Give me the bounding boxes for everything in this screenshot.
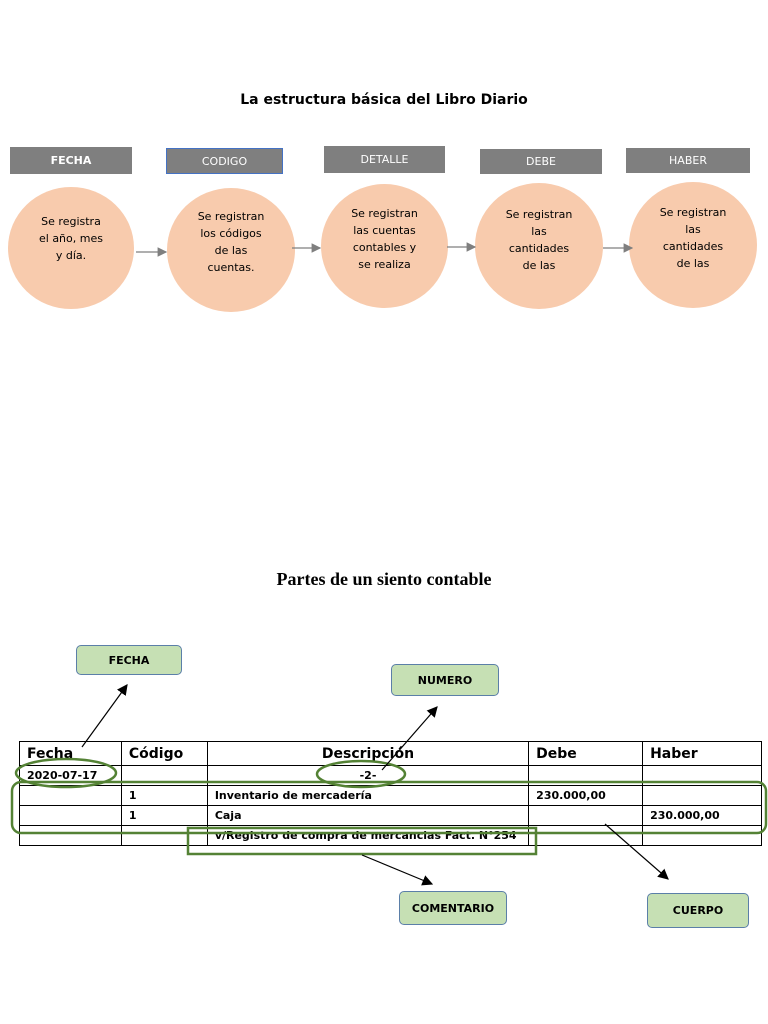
annotation-arrows bbox=[81, 684, 669, 886]
table-row: 1 Inventario de mercadería 230.000,00 bbox=[19, 785, 762, 806]
highlight-comentario-rect bbox=[186, 826, 538, 856]
step-text-codigo: Se registran los códigos de las cuentas. bbox=[197, 210, 265, 274]
step-text-detalle: Se registran las cuentas contables y se … bbox=[351, 207, 418, 271]
highlight-numero-ellipse bbox=[315, 759, 407, 789]
label-comentario: COMENTARIO bbox=[399, 891, 507, 925]
arrow-to-cuerpo bbox=[604, 823, 669, 880]
step-text-haber: Se registran las cantidades de las bbox=[659, 206, 727, 270]
header-detalle: DETALLE bbox=[324, 146, 445, 173]
arrow-to-fecha bbox=[81, 684, 128, 748]
step-circle-fecha: Se registra el año, mes y día. bbox=[8, 187, 134, 309]
step-text-debe: Se registran las cantidades de las bbox=[505, 208, 573, 272]
label-cuerpo: CUERPO bbox=[647, 893, 749, 928]
label-numero: NUMERO bbox=[391, 664, 499, 696]
asiento-title: Partes de un siento contable bbox=[276, 569, 492, 589]
step-circle-detalle: Se registran las cuentas contables y se … bbox=[321, 184, 448, 308]
col-fecha: Fecha bbox=[19, 741, 122, 766]
highlight-shapes bbox=[10, 757, 768, 856]
flow-connectors bbox=[136, 242, 634, 257]
col-haber: Haber bbox=[642, 741, 762, 766]
header-haber: HABER bbox=[626, 148, 750, 173]
step-circle-codigo: Se registran los códigos de las cuentas. bbox=[167, 188, 295, 312]
header-debe: DEBE bbox=[480, 149, 602, 174]
diagram-title: La estructura básica del Libro Diario bbox=[240, 92, 528, 108]
col-codigo: Código bbox=[120, 741, 208, 766]
step-circle-haber: Se registran las cantidades de las bbox=[629, 182, 757, 308]
label-fecha: FECHA bbox=[76, 645, 182, 675]
arrow-to-numero bbox=[381, 706, 438, 771]
step-circle-debe: Se registran las cantidades de las bbox=[475, 183, 603, 309]
arrow-to-comentario bbox=[361, 854, 434, 886]
cell-haber bbox=[642, 825, 762, 846]
header-fecha: FECHA bbox=[10, 147, 132, 174]
step-text-fecha: Se registra el año, mes y día. bbox=[39, 215, 103, 262]
highlight-fecha-ellipse bbox=[14, 757, 118, 789]
highlight-cuerpo-rect bbox=[10, 780, 768, 835]
header-codigo: CODIGO bbox=[166, 148, 283, 174]
